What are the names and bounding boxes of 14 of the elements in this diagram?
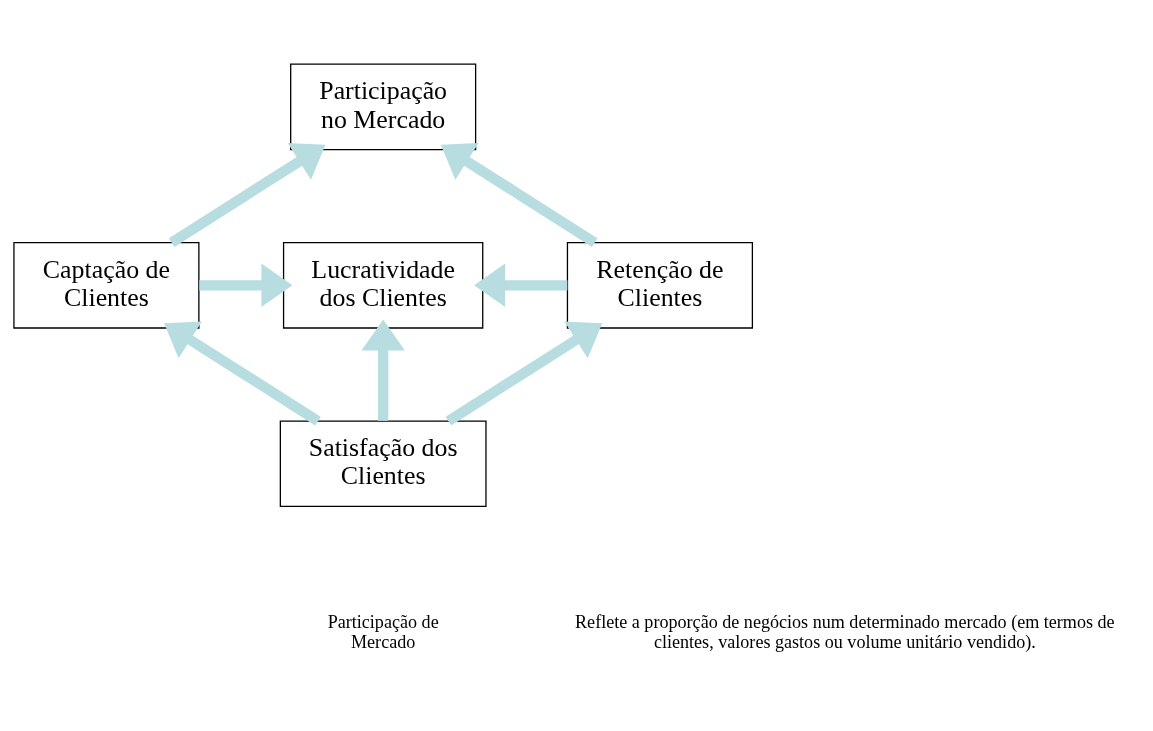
- node-box: Satisfação dos Clientes: [279, 420, 487, 508]
- arrow: [164, 321, 321, 426]
- arrow: [168, 143, 326, 247]
- arrow: [361, 319, 405, 421]
- label: Reflete a proporção de negócios num determinado mercado (em termos de clientes, valores gastos ou volume unitário vendido).: [575, 612, 1115, 652]
- arrow: [440, 143, 598, 247]
- arrow: [199, 263, 293, 308]
- node-box: Captação de Clientes: [13, 242, 200, 329]
- arrow: [445, 321, 603, 426]
- node-box: Retenção de Clientes: [566, 242, 754, 329]
- node-box: Lucratividade dos Clientes: [282, 242, 484, 329]
- arrow: [474, 263, 568, 308]
- node-box: Participação no Mercado: [290, 63, 477, 151]
- label: Participação de Mercado: [327, 612, 439, 652]
